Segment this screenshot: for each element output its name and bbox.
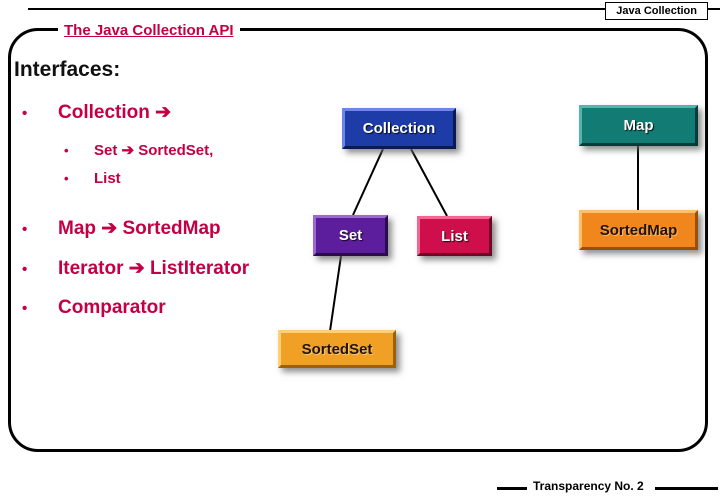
node-sortedset: SortedSet: [278, 330, 396, 368]
node-list: List: [417, 216, 492, 256]
bullet-list: List: [64, 170, 121, 187]
bullet-iterator-listiterator: Iterator ➔ ListIterator: [22, 257, 249, 280]
footer-rule-left: [497, 487, 527, 490]
bullet-text: Iterator ➔ ListIterator: [58, 258, 250, 279]
node-set: Set: [313, 215, 388, 256]
node-label: SortedSet: [301, 340, 373, 358]
bullet-dot: [22, 105, 58, 122]
footer-label: Transparency No. 2: [533, 479, 644, 493]
corner-label: Java Collection: [605, 2, 708, 20]
node-label: Collection: [362, 120, 436, 137]
bullet-text: Map ➔ SortedMap: [58, 218, 221, 239]
bullet-dot: [22, 221, 58, 238]
bullet-map-sortedmap: Map ➔ SortedMap: [22, 217, 221, 240]
node-map: Map: [579, 105, 698, 146]
slide-frame: [8, 28, 708, 452]
bullet-text: Comparator: [58, 297, 166, 318]
bullet-dot: [22, 261, 58, 278]
page-title: The Java Collection API: [58, 22, 240, 39]
footer-rule-right: [655, 487, 718, 490]
bullet-text: List: [94, 170, 121, 187]
bullet-text: Collection ➔: [58, 102, 172, 123]
top-rule: [28, 8, 720, 10]
node-label: List: [441, 227, 468, 245]
bullet-text: Set ➔ SortedSet,: [94, 142, 214, 159]
node-label: SortedMap: [599, 221, 678, 239]
bullet-dot: [64, 143, 94, 158]
bullet-collection: Collection ➔: [22, 101, 171, 124]
interfaces-heading: Interfaces:: [14, 58, 121, 81]
node-label: Set: [338, 227, 363, 244]
bullet-set-sortedset: Set ➔ SortedSet,: [64, 141, 213, 159]
node-label: Map: [623, 117, 654, 134]
node-sortedmap: SortedMap: [579, 210, 698, 250]
bullet-dot: [64, 171, 94, 186]
node-collection: Collection: [342, 108, 456, 149]
bullet-comparator: Comparator: [22, 297, 166, 319]
bullet-dot: [22, 300, 58, 317]
